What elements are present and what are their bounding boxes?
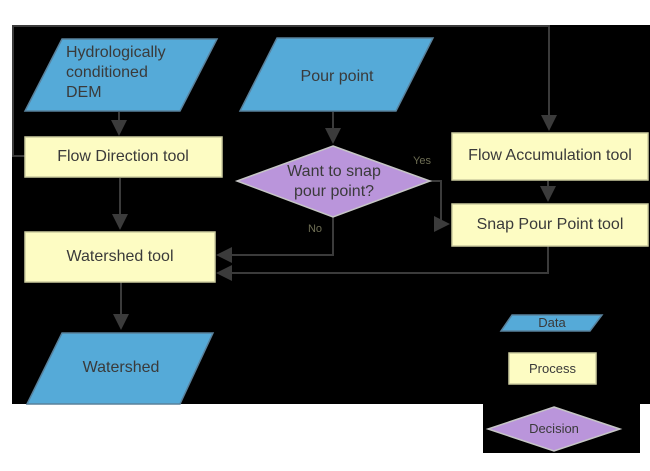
watershed-tool-box [24,231,216,283]
pour-point-parallelogram [238,37,435,112]
snap-pour-point-box [451,203,649,247]
connector-flow-direction-to-flow-accumulation [12,25,557,157]
connector-decision-yes-to-snap-pour-point [430,180,450,232]
dem-parallelogram [23,38,219,112]
flow-accumulation-box [451,132,649,181]
legend-process-box [508,352,597,385]
watershed-parallelogram [25,332,215,405]
legend-decision-diamond [485,406,623,452]
snap-decision-diamond [234,145,433,218]
legend-data-parallelogram [499,314,604,332]
flow-direction-box [24,136,223,178]
connector-snap-pour-point-to-watershed-tool [216,246,549,281]
connector-decision-no-to-watershed-tool [216,217,334,263]
